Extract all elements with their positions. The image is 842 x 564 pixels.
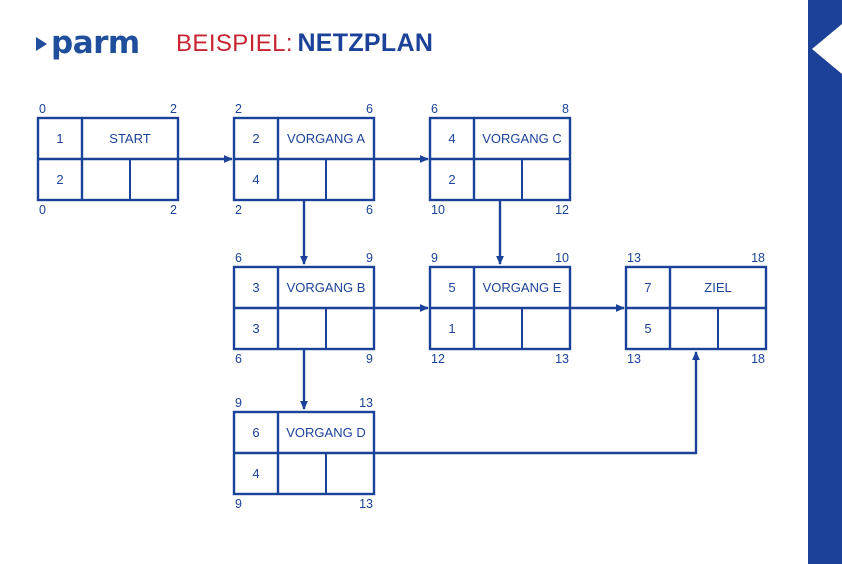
node-number: 3 — [252, 280, 259, 295]
node-latest-finish: 13 — [359, 497, 373, 511]
netzplan-node[interactable]: 4 2 VORGANG C 6 8 10 12 — [428, 102, 572, 217]
node-latest-start: 2 — [235, 203, 242, 217]
right-accent-bar — [808, 0, 842, 564]
node-duration: 5 — [644, 321, 651, 336]
node-earliest-finish: 13 — [359, 396, 373, 410]
node-latest-finish: 12 — [555, 203, 569, 217]
netzplan-node[interactable]: 2 4 VORGANG A 2 6 2 6 — [232, 102, 376, 217]
node-latest-finish: 2 — [170, 203, 177, 217]
node-earliest-start: 9 — [235, 396, 242, 410]
node-latest-finish: 18 — [751, 352, 765, 366]
netzplan-node[interactable]: 7 5 ZIEL 13 18 13 18 — [624, 251, 768, 366]
node-earliest-start: 2 — [235, 102, 242, 116]
netzplan-node[interactable]: 3 3 VORGANG B 6 9 6 9 — [232, 251, 376, 366]
node-latest-start: 0 — [39, 203, 46, 217]
node-name: VORGANG D — [286, 425, 365, 440]
node-name: VORGANG C — [482, 131, 561, 146]
node-name: VORGANG B — [287, 280, 366, 295]
netzplan-node[interactable]: 5 1 VORGANG E 9 10 12 13 — [428, 251, 572, 366]
node-number: 1 — [56, 131, 63, 146]
node-duration: 2 — [56, 172, 63, 187]
node-duration: 3 — [252, 321, 259, 336]
node-earliest-finish: 10 — [555, 251, 569, 265]
node-latest-start: 12 — [431, 352, 445, 366]
node-latest-finish: 13 — [555, 352, 569, 366]
node-name: VORGANG E — [483, 280, 562, 295]
node-latest-finish: 9 — [366, 352, 373, 366]
netzplan-node[interactable]: 6 4 VORGANG D 9 13 9 13 — [232, 396, 376, 511]
node-name: START — [109, 131, 150, 146]
parm-logo: parm — [36, 28, 140, 59]
connector-layer — [178, 155, 700, 455]
node-number: 6 — [252, 425, 259, 440]
node-duration: 4 — [252, 466, 259, 481]
node-number: 2 — [252, 131, 259, 146]
node-latest-start: 10 — [431, 203, 445, 217]
node-earliest-start: 9 — [431, 251, 438, 265]
node-duration: 4 — [252, 172, 259, 187]
node-name: VORGANG A — [287, 131, 365, 146]
node-earliest-finish: 18 — [751, 251, 765, 265]
node-latest-start: 13 — [627, 352, 641, 366]
chevron-left-icon — [812, 24, 842, 74]
node-earliest-finish: 8 — [562, 102, 569, 116]
node-number: 7 — [644, 280, 651, 295]
node-latest-finish: 6 — [366, 203, 373, 217]
node-duration: 1 — [448, 321, 455, 336]
title-main: NETZPLAN — [297, 29, 434, 57]
node-latest-start: 6 — [235, 352, 242, 366]
node-name: ZIEL — [704, 280, 731, 295]
node-earliest-start: 6 — [235, 251, 242, 265]
node-earliest-finish: 6 — [366, 102, 373, 116]
node-earliest-start: 13 — [627, 251, 641, 265]
title-prefix: BEISPIEL: — [176, 30, 293, 57]
node-earliest-finish: 9 — [366, 251, 373, 265]
slide-header: parm BEISPIEL: NETZPLAN — [0, 0, 808, 96]
page-title: BEISPIEL: NETZPLAN — [176, 31, 433, 56]
node-number: 4 — [448, 131, 455, 146]
play-triangle-icon — [36, 36, 47, 51]
node-earliest-start: 6 — [431, 102, 438, 116]
node-number: 5 — [448, 280, 455, 295]
node-earliest-start: 0 — [39, 102, 46, 116]
node-earliest-finish: 2 — [170, 102, 177, 116]
connector-arrow — [374, 351, 700, 455]
logo-wordmark: parm — [51, 25, 140, 61]
node-duration: 2 — [448, 172, 455, 187]
node-latest-start: 9 — [235, 497, 242, 511]
